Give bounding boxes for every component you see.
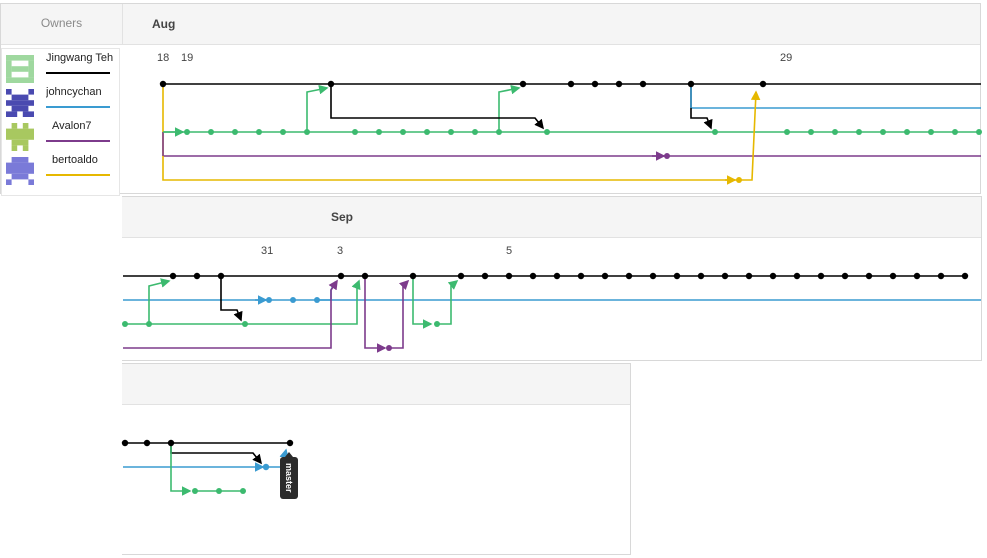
- day-label: 5: [506, 245, 513, 257]
- identicon-icon: [6, 123, 34, 151]
- owner-color-line: [46, 72, 110, 74]
- identicon-icon: [6, 55, 34, 83]
- day-label: 19: [181, 52, 194, 64]
- panel1-graph: [162, 83, 981, 185]
- branch-tag-master[interactable]: master: [280, 452, 298, 499]
- owner-jingwang[interactable]: Jingwang Teh: [4, 52, 118, 86]
- day-label: 3: [337, 245, 344, 257]
- day-label: 31: [261, 245, 274, 257]
- owner-name: bertoaldo: [52, 154, 98, 166]
- owner-name: johncychan: [46, 86, 102, 98]
- panel-header: Owners Aug: [1, 4, 980, 45]
- panel2-commits[interactable]: [122, 272, 969, 351]
- network-panel-3: [122, 363, 631, 555]
- identicon-icon: [6, 89, 34, 117]
- network-panel-sep: Sep 31 3 5: [122, 196, 982, 361]
- day-label: 29: [780, 52, 793, 64]
- owner-avalon7[interactable]: Avalon7: [4, 120, 118, 154]
- owners-column-header: Owners: [1, 4, 123, 44]
- panel3-graph: [123, 442, 290, 496]
- panel-header: Sep: [122, 197, 981, 238]
- owner-bertoaldo[interactable]: bertoaldo: [4, 154, 118, 188]
- owners-list: Jingwang Teh johncychan Avalon7: [1, 48, 120, 196]
- panel-header: [122, 364, 630, 405]
- owners-title: Owners: [40, 16, 83, 30]
- day-label: 18: [157, 52, 170, 64]
- owner-name: Avalon7: [52, 120, 92, 132]
- owner-color-line: [46, 106, 110, 108]
- month-label: Aug: [152, 17, 176, 31]
- month-label: Sep: [331, 210, 354, 224]
- branch-tag-label: master: [284, 463, 294, 493]
- panel2-graph: [123, 275, 981, 353]
- panel1-commits[interactable]: [159, 80, 982, 183]
- owner-johncychan[interactable]: johncychan: [4, 86, 118, 120]
- owner-color-line: [46, 174, 110, 176]
- owner-name: Jingwang Teh: [46, 52, 114, 64]
- identicon-icon: [6, 157, 34, 185]
- panel3-commits[interactable]: [121, 439, 294, 494]
- owner-color-line: [46, 140, 110, 142]
